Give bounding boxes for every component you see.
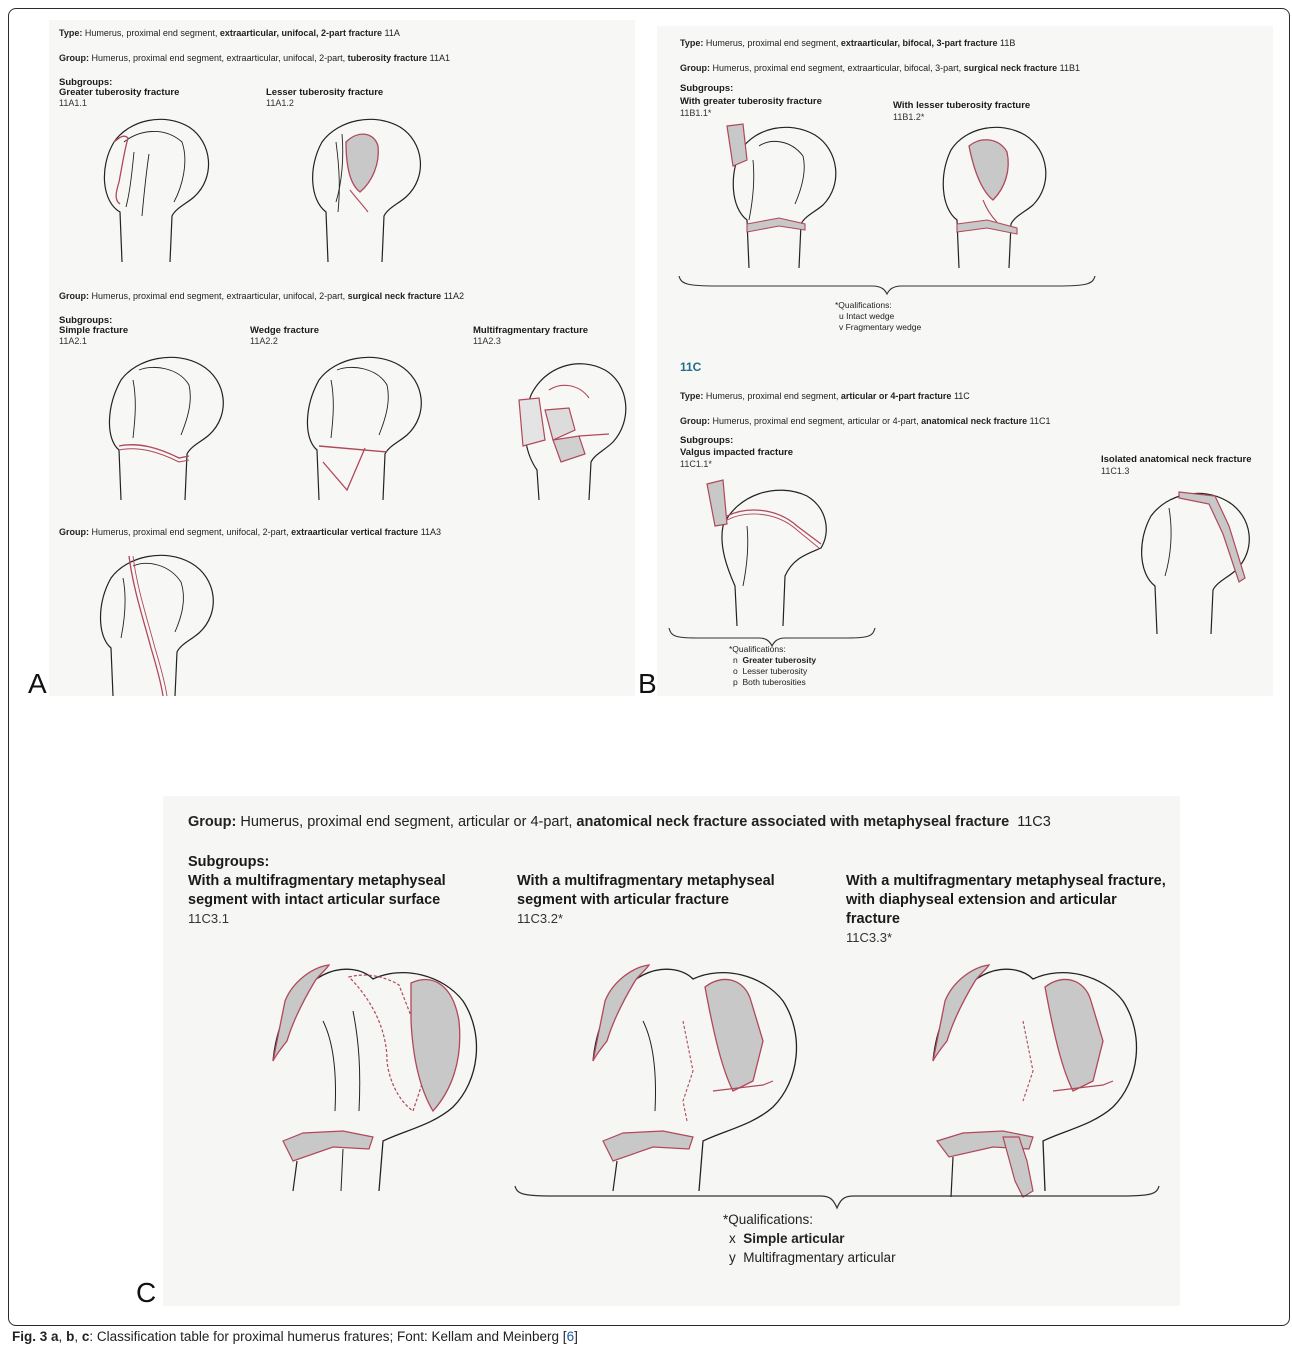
- qualifications-title: *Qualifications:: [835, 300, 892, 311]
- qualifications-title: *Qualifications:: [723, 1210, 813, 1229]
- qualification-item: o Lesser tuberosity: [733, 666, 807, 677]
- qualification-item: n Greater tuberosity: [733, 655, 816, 666]
- subgroup-name: Greater tuberosity fracture: [59, 88, 179, 98]
- humerus-illustration: [94, 112, 224, 262]
- humerus-illustration: [923, 961, 1143, 1201]
- humerus-illustration: [583, 961, 803, 1191]
- qualification-item: p Both tuberosities: [733, 677, 806, 688]
- subgroup-name: Isolated anatomical neck fracture: [1101, 455, 1251, 465]
- subgroups-label: Subgroups:: [680, 84, 733, 94]
- qualification-item: x Simple articular: [729, 1229, 845, 1248]
- group-line-11c3: Group: Humerus, proximal end segment, ar…: [188, 814, 1051, 830]
- qualification-item: y Multifragmentary articular: [729, 1248, 896, 1267]
- panel-a: Type: Humerus, proximal end segment, ext…: [49, 20, 635, 696]
- panel-c: Group: Humerus, proximal end segment, ar…: [163, 796, 1180, 1306]
- subgroup-name: Simple fracture: [59, 326, 128, 336]
- qualification-item: v Fragmentary wedge: [839, 322, 921, 333]
- humerus-illustration: [509, 350, 639, 500]
- subgroup-code: 11C3.2*: [517, 911, 563, 926]
- panel-letter-a: A: [28, 668, 47, 700]
- figure-caption: Fig. 3 a, b, c: Classification table for…: [12, 1329, 578, 1344]
- reference-link[interactable]: 6: [567, 1329, 575, 1344]
- type-line-11a: Type: Humerus, proximal end segment, ext…: [59, 28, 400, 39]
- subgroup-code: 11B1.2*: [893, 112, 924, 122]
- grouping-brace: [677, 274, 1097, 296]
- subgroup-name: Multifragmentary fracture: [473, 326, 588, 336]
- group-line-11a3: Group: Humerus, proximal end segment, un…: [59, 527, 441, 538]
- subgroups-label: Subgroups:: [680, 436, 733, 446]
- group-line-11b1: Group: Humerus, proximal end segment, ex…: [680, 63, 1080, 74]
- subgroup-name: With lesser tuberosity fracture: [893, 101, 1030, 111]
- group-line-11a2: Group: Humerus, proximal end segment, ex…: [59, 291, 464, 302]
- group-line-11c1: Group: Humerus, proximal end segment, ar…: [680, 416, 1051, 427]
- subgroup-name: Wedge fracture: [250, 326, 319, 336]
- subgroup-code: 11C1.3: [1101, 466, 1129, 476]
- humerus-illustration: [99, 548, 229, 696]
- subgroup-code: 11C3.1: [188, 911, 229, 926]
- subgroup-name: With a multifragmentary metaphyseal segm…: [188, 872, 488, 910]
- subgroups-label: Subgroups:: [188, 853, 269, 872]
- subgroup-name: Lesser tuberosity fracture: [266, 88, 383, 98]
- humerus-illustration: [927, 120, 1057, 268]
- subgroup-code: 11C1.1*: [680, 459, 712, 469]
- panel-b: Type: Humerus, proximal end segment, ext…: [657, 26, 1273, 696]
- panel-letter-c: C: [136, 1277, 156, 1309]
- humerus-illustration: [263, 961, 483, 1191]
- subgroup-code: 11A2.2: [250, 336, 278, 346]
- panel-letter-b: B: [638, 668, 657, 700]
- type-line-11b: Type: Humerus, proximal end segment, ext…: [680, 38, 1015, 49]
- humerus-illustration: [697, 476, 837, 626]
- section-heading-11c: 11C: [680, 360, 701, 374]
- subgroup-name: With greater tuberosity fracture: [680, 97, 822, 107]
- subgroup-code: 11B1.1*: [680, 108, 711, 118]
- qualification-item: u Intact wedge: [839, 311, 894, 322]
- humerus-illustration: [109, 350, 239, 500]
- subgroup-code: 11C3.3*: [846, 930, 892, 945]
- type-line-11c: Type: Humerus, proximal end segment, art…: [680, 391, 970, 402]
- subgroup-name: Valgus impacted fracture: [680, 448, 793, 458]
- subgroup-code: 11A2.1: [59, 336, 87, 346]
- group-line-11a1: Group: Humerus, proximal end segment, ex…: [59, 53, 450, 64]
- subgroup-code: 11A2.3: [473, 336, 501, 346]
- humerus-illustration: [719, 120, 849, 268]
- subgroup-name: With a multifragmentary metaphyseal segm…: [517, 872, 817, 910]
- qualifications-title: *Qualifications:: [729, 644, 786, 655]
- subgroup-name: With a multifragmentary metaphyseal frac…: [846, 872, 1166, 929]
- subgroup-code: 11A1.2: [266, 98, 294, 108]
- grouping-brace: [513, 1184, 1161, 1210]
- humerus-illustration: [307, 350, 437, 500]
- humerus-illustration: [1135, 486, 1265, 634]
- subgroup-code: 11A1.1: [59, 98, 87, 108]
- humerus-illustration: [306, 112, 436, 262]
